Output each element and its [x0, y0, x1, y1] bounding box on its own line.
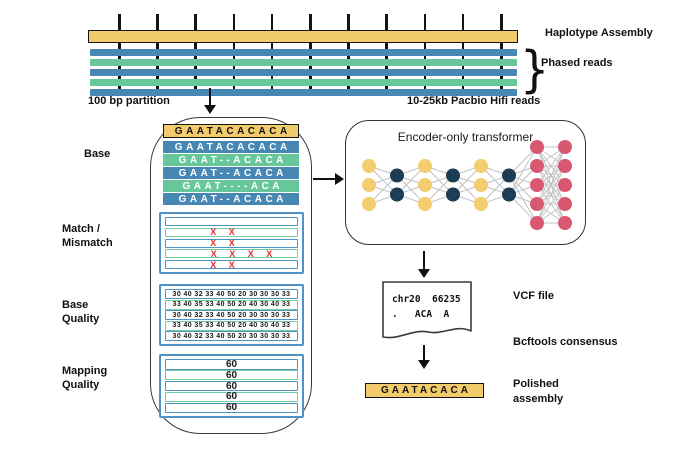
- network-node: [530, 178, 544, 192]
- mapping-quality-row: 60: [165, 381, 298, 392]
- haplotype-assembly-bar: [88, 30, 518, 43]
- match-row: X X: [165, 238, 298, 248]
- phased-reads-brace: }: [520, 40, 550, 99]
- network-node: [502, 187, 516, 202]
- match-row: X X: [165, 227, 298, 237]
- arrow-to-transformer: [313, 172, 344, 186]
- polished-assembly-bar: GAATACACA: [365, 383, 484, 398]
- vcf-file-label: VCF file: [513, 290, 554, 302]
- network-node: [558, 159, 572, 173]
- match-row: X X X X: [165, 249, 298, 259]
- network-node: [446, 187, 460, 202]
- polished-assembly-label: Polished assembly: [513, 378, 564, 405]
- read-sequence-bar: GAATACACACA: [163, 141, 299, 153]
- mapping-quality-label: Mapping Quality: [62, 365, 108, 391]
- reference-sequence-bar: GAATACACACA: [163, 124, 299, 138]
- network-node: [530, 159, 544, 173]
- mapping-quality-row: 60: [165, 370, 298, 381]
- base-quality-row: 33 40 35 33 40 50 20 40 30 40 33: [165, 299, 298, 310]
- vcf-document-icon: [382, 281, 472, 339]
- match-row: X X: [165, 260, 298, 270]
- read-sequence-bar: GAAT----ACA: [163, 180, 299, 192]
- match-row: [165, 217, 298, 226]
- network-node: [558, 197, 572, 211]
- network-node: [390, 168, 404, 183]
- hifi-reads-label: 10-25kb Pacbio Hifi reads: [407, 95, 541, 107]
- network-node: [390, 187, 404, 202]
- network-node: [558, 178, 572, 192]
- network-node: [530, 197, 544, 211]
- network-node: [530, 140, 544, 154]
- network-node: [362, 197, 376, 211]
- network-node: [418, 159, 432, 173]
- phased-read-bar: [90, 89, 517, 96]
- network-node: [530, 216, 544, 230]
- base-quality-row: 30 40 32 33 40 50 20 30 30 30 33: [165, 331, 298, 341]
- arrow-down-to-pileup: [203, 88, 217, 114]
- base-quality-label: Base Quality: [62, 299, 100, 325]
- base-quality-row: 33 40 35 33 40 50 20 40 30 40 33: [165, 320, 298, 331]
- mapping-quality-box: 60 60 60 60 60: [159, 354, 304, 418]
- network-node: [474, 197, 488, 211]
- network-node: [558, 216, 572, 230]
- transformer-title: Encoder-only transformer: [397, 130, 534, 144]
- read-sequence-bar: GAAT--ACACA: [163, 193, 299, 205]
- base-quality-row: 30 40 32 33 40 50 20 30 30 30 33: [165, 289, 298, 299]
- read-sequence-bar: GAAT--ACACA: [163, 167, 299, 179]
- transformer-panel: Encoder-only transformer: [345, 120, 586, 245]
- mapping-quality-row: 60: [165, 391, 298, 402]
- vcf-record-line2: . ACA A: [392, 309, 450, 320]
- phased-read-bar: [90, 79, 517, 86]
- haplotype-assembly-label: Haplotype Assembly: [545, 27, 653, 39]
- vcf-record-line1: chr20 66235: [392, 294, 461, 305]
- mapping-quality-row: 60: [165, 359, 298, 370]
- base-quality-row: 30 40 32 33 40 50 20 30 30 30 33: [165, 310, 298, 320]
- base-label: Base: [84, 148, 111, 160]
- network-node: [418, 197, 432, 211]
- network-node: [446, 168, 460, 183]
- arrow-to-vcf: [417, 251, 431, 278]
- network-node: [558, 140, 572, 154]
- network-node: [502, 168, 516, 183]
- network-node: [474, 178, 488, 192]
- match-mismatch-label: Match / Mismatch: [62, 223, 113, 249]
- read-sequence-bar: GAAT--ACACA: [163, 154, 299, 166]
- mapping-quality-row: 60: [165, 402, 298, 413]
- bcftools-consensus-label: Bcftools consensus: [513, 336, 618, 348]
- network-node: [418, 178, 432, 192]
- network-node: [362, 178, 376, 192]
- network-node: [474, 159, 488, 173]
- phased-reads-label: Phased reads: [541, 57, 613, 69]
- transformer-network: [362, 140, 572, 230]
- phased-read-bar: [90, 49, 517, 56]
- partition-label: 100 bp partition: [88, 95, 170, 107]
- phased-read-bar: [90, 59, 517, 66]
- base-quality-box: 30 40 32 33 40 50 20 30 30 30 33 33 40 3…: [159, 284, 304, 346]
- match-mismatch-box: X X X X X X X X X X: [159, 212, 304, 274]
- arrow-to-polished: [417, 345, 431, 369]
- phased-read-bar: [90, 69, 517, 76]
- network-node: [362, 159, 376, 173]
